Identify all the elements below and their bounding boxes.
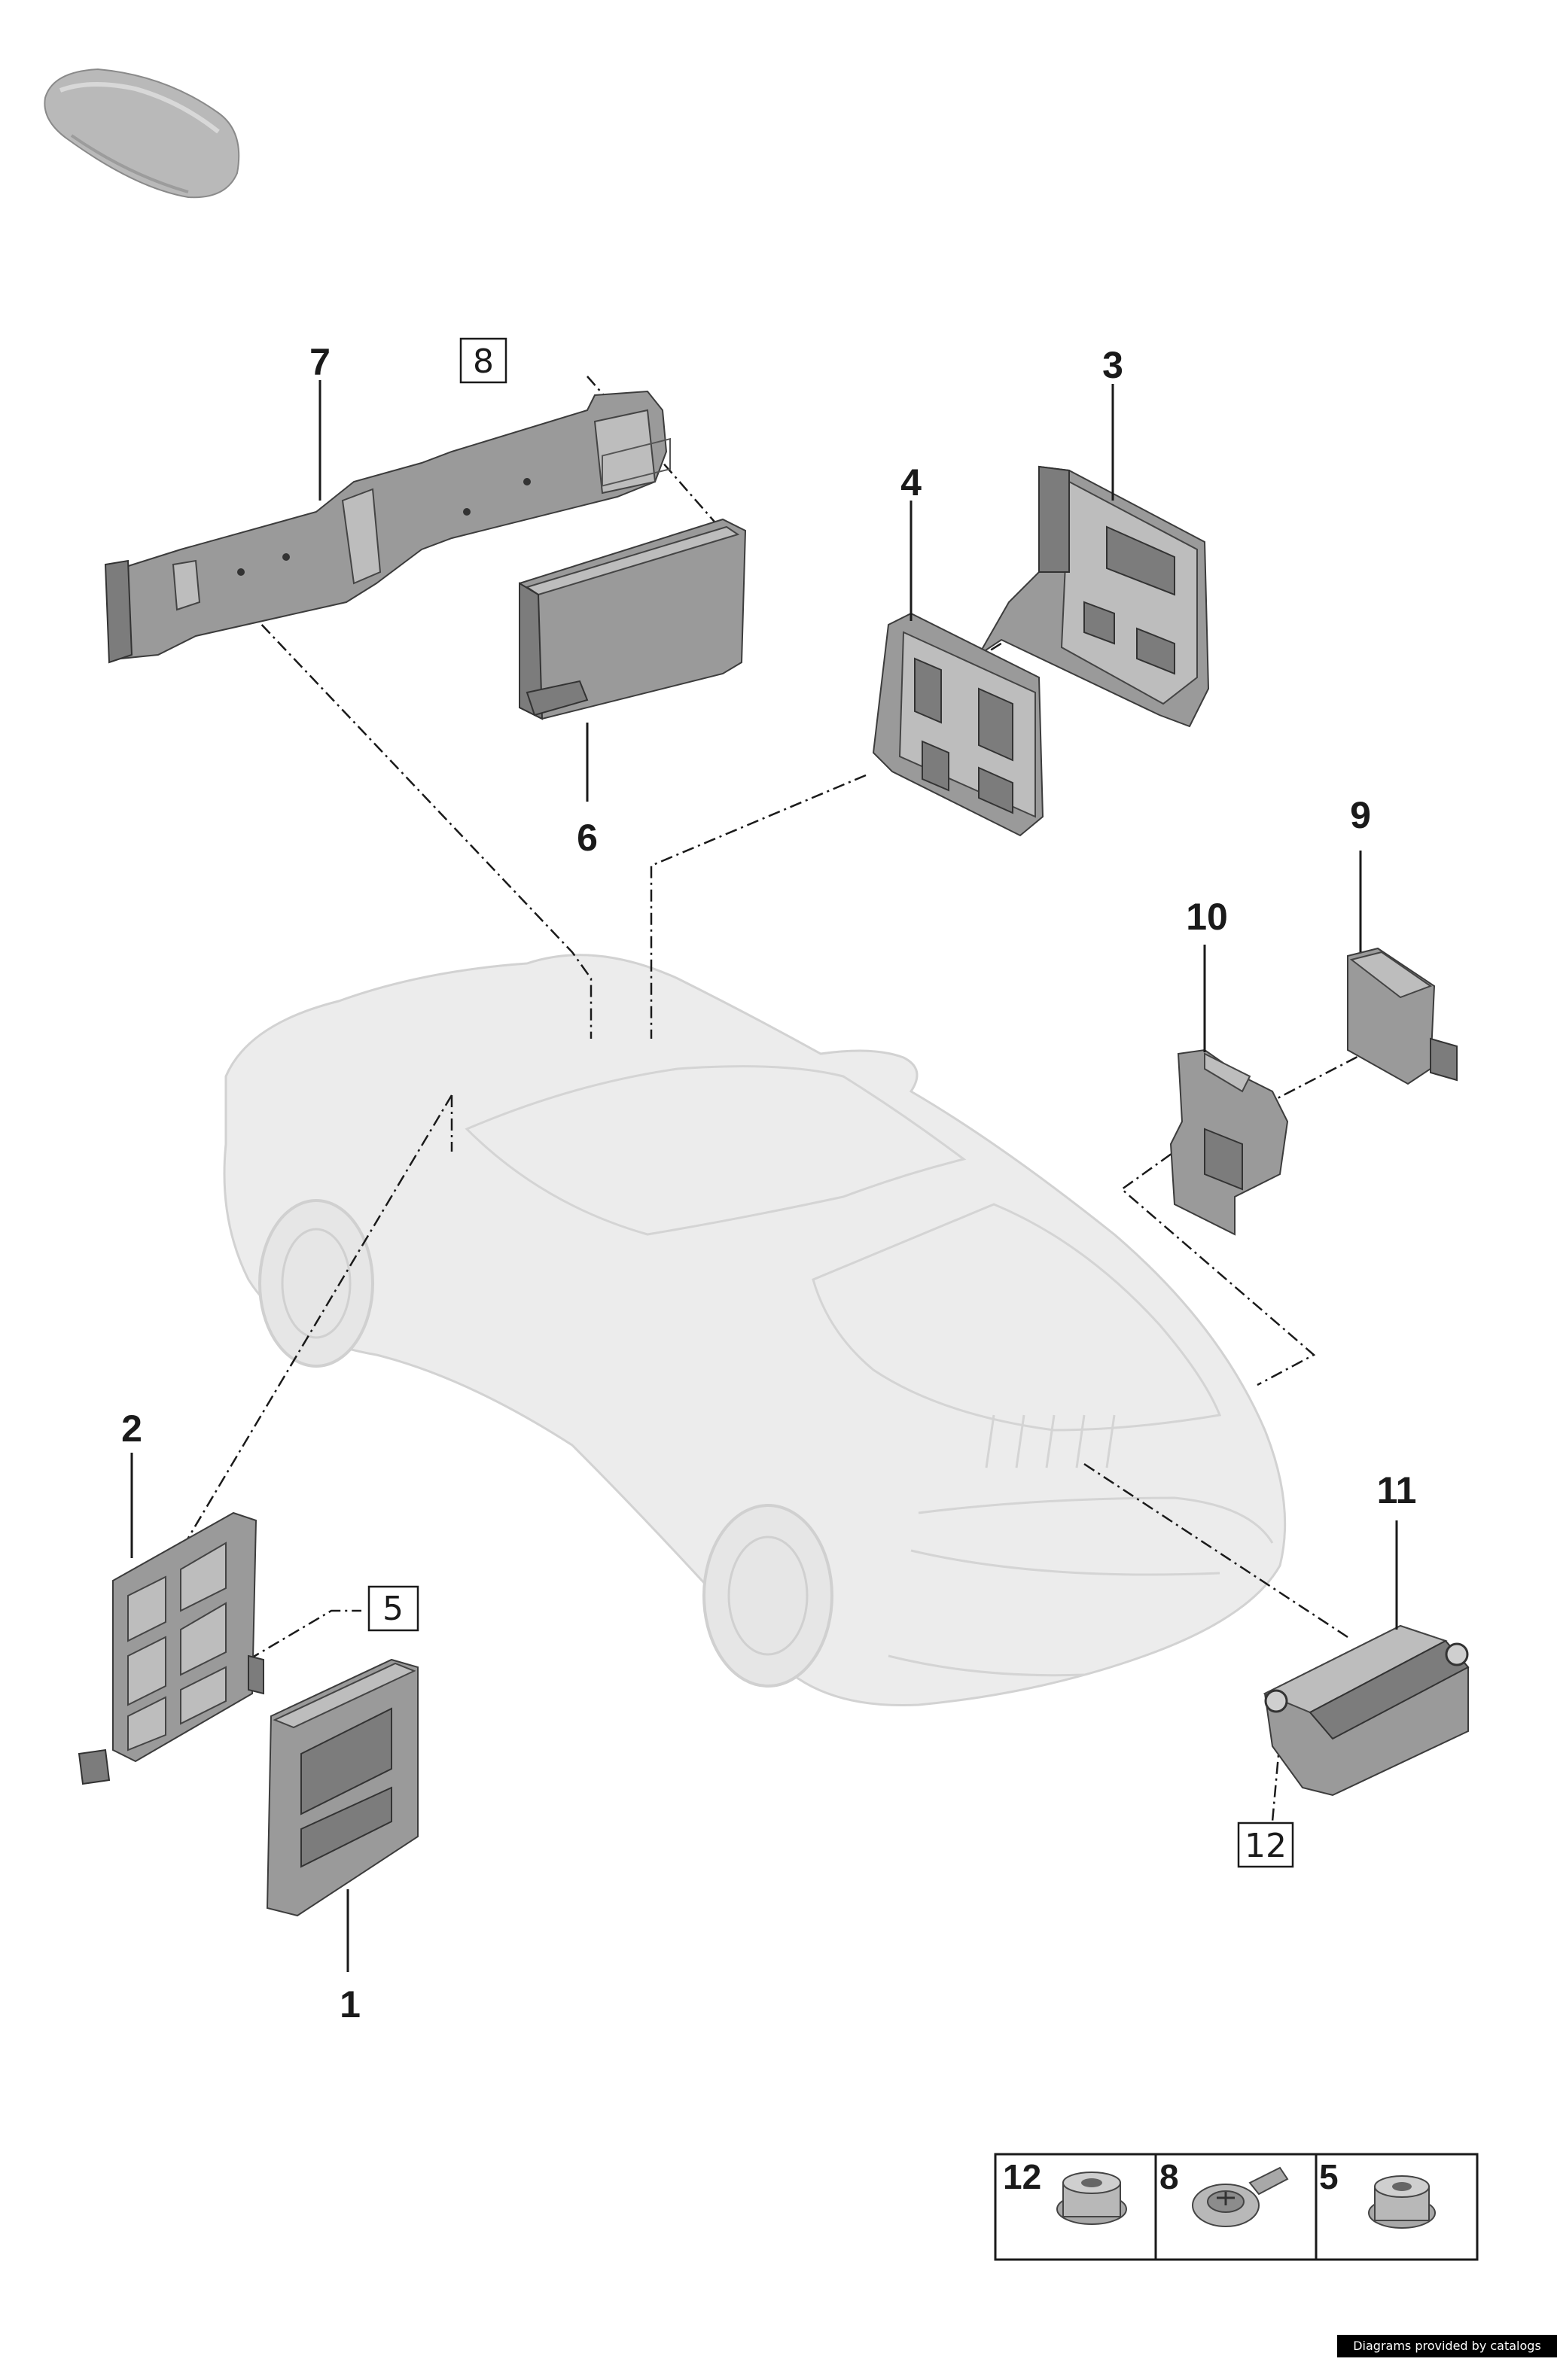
callout-5: 5 [382,1590,404,1628]
part-3-holder [978,465,1210,728]
part-7-bracket [104,390,668,664]
callout-12-box [1237,1822,1294,1868]
car-thumbnail-icon [44,68,240,199]
callout-8: 8 [473,342,494,381]
callout-4: 4 [900,461,922,504]
callout-8-box [459,337,507,384]
callout-3: 3 [1102,344,1123,386]
fastener-legend: 12 8 5 [994,2153,1479,2261]
callout-12: 12 [1245,1827,1287,1865]
leader-lines [130,380,1398,1972]
part-6-control-unit [519,437,747,720]
callout-11: 11 [1377,1469,1417,1511]
part-1-control-unit [266,1658,419,1917]
credit-footer: Diagrams provided by catalogs parts [1337,2335,1557,2375]
vehicle-body [223,954,1287,1707]
legend-number-12: 12 [1003,2157,1041,2196]
callout-9: 9 [1350,794,1371,836]
part-9-sensor [1347,947,1458,1085]
callout-5-box [367,1585,419,1632]
part-10-bracket [1169,1048,1289,1236]
callout-1: 1 [340,1983,361,2025]
flange-screw-icon [1192,2166,1289,2227]
part-11-box [1263,1624,1470,1797]
flange-nut-icon [1368,2175,1436,2229]
callout-7: 7 [309,341,331,383]
callout-6: 6 [577,817,598,859]
callouts: 7 8 3 4 6 9 10 2 5 11 12 1 [121,337,1417,2025]
part-2-frame [78,1511,264,1785]
callout-2: 2 [121,1408,142,1450]
part-4-module [872,612,1044,837]
legend-number-8: 8 [1159,2157,1179,2196]
legend-number-5: 5 [1319,2157,1339,2196]
flange-nut-icon [1056,2172,1127,2225]
callout-10: 10 [1186,896,1228,938]
